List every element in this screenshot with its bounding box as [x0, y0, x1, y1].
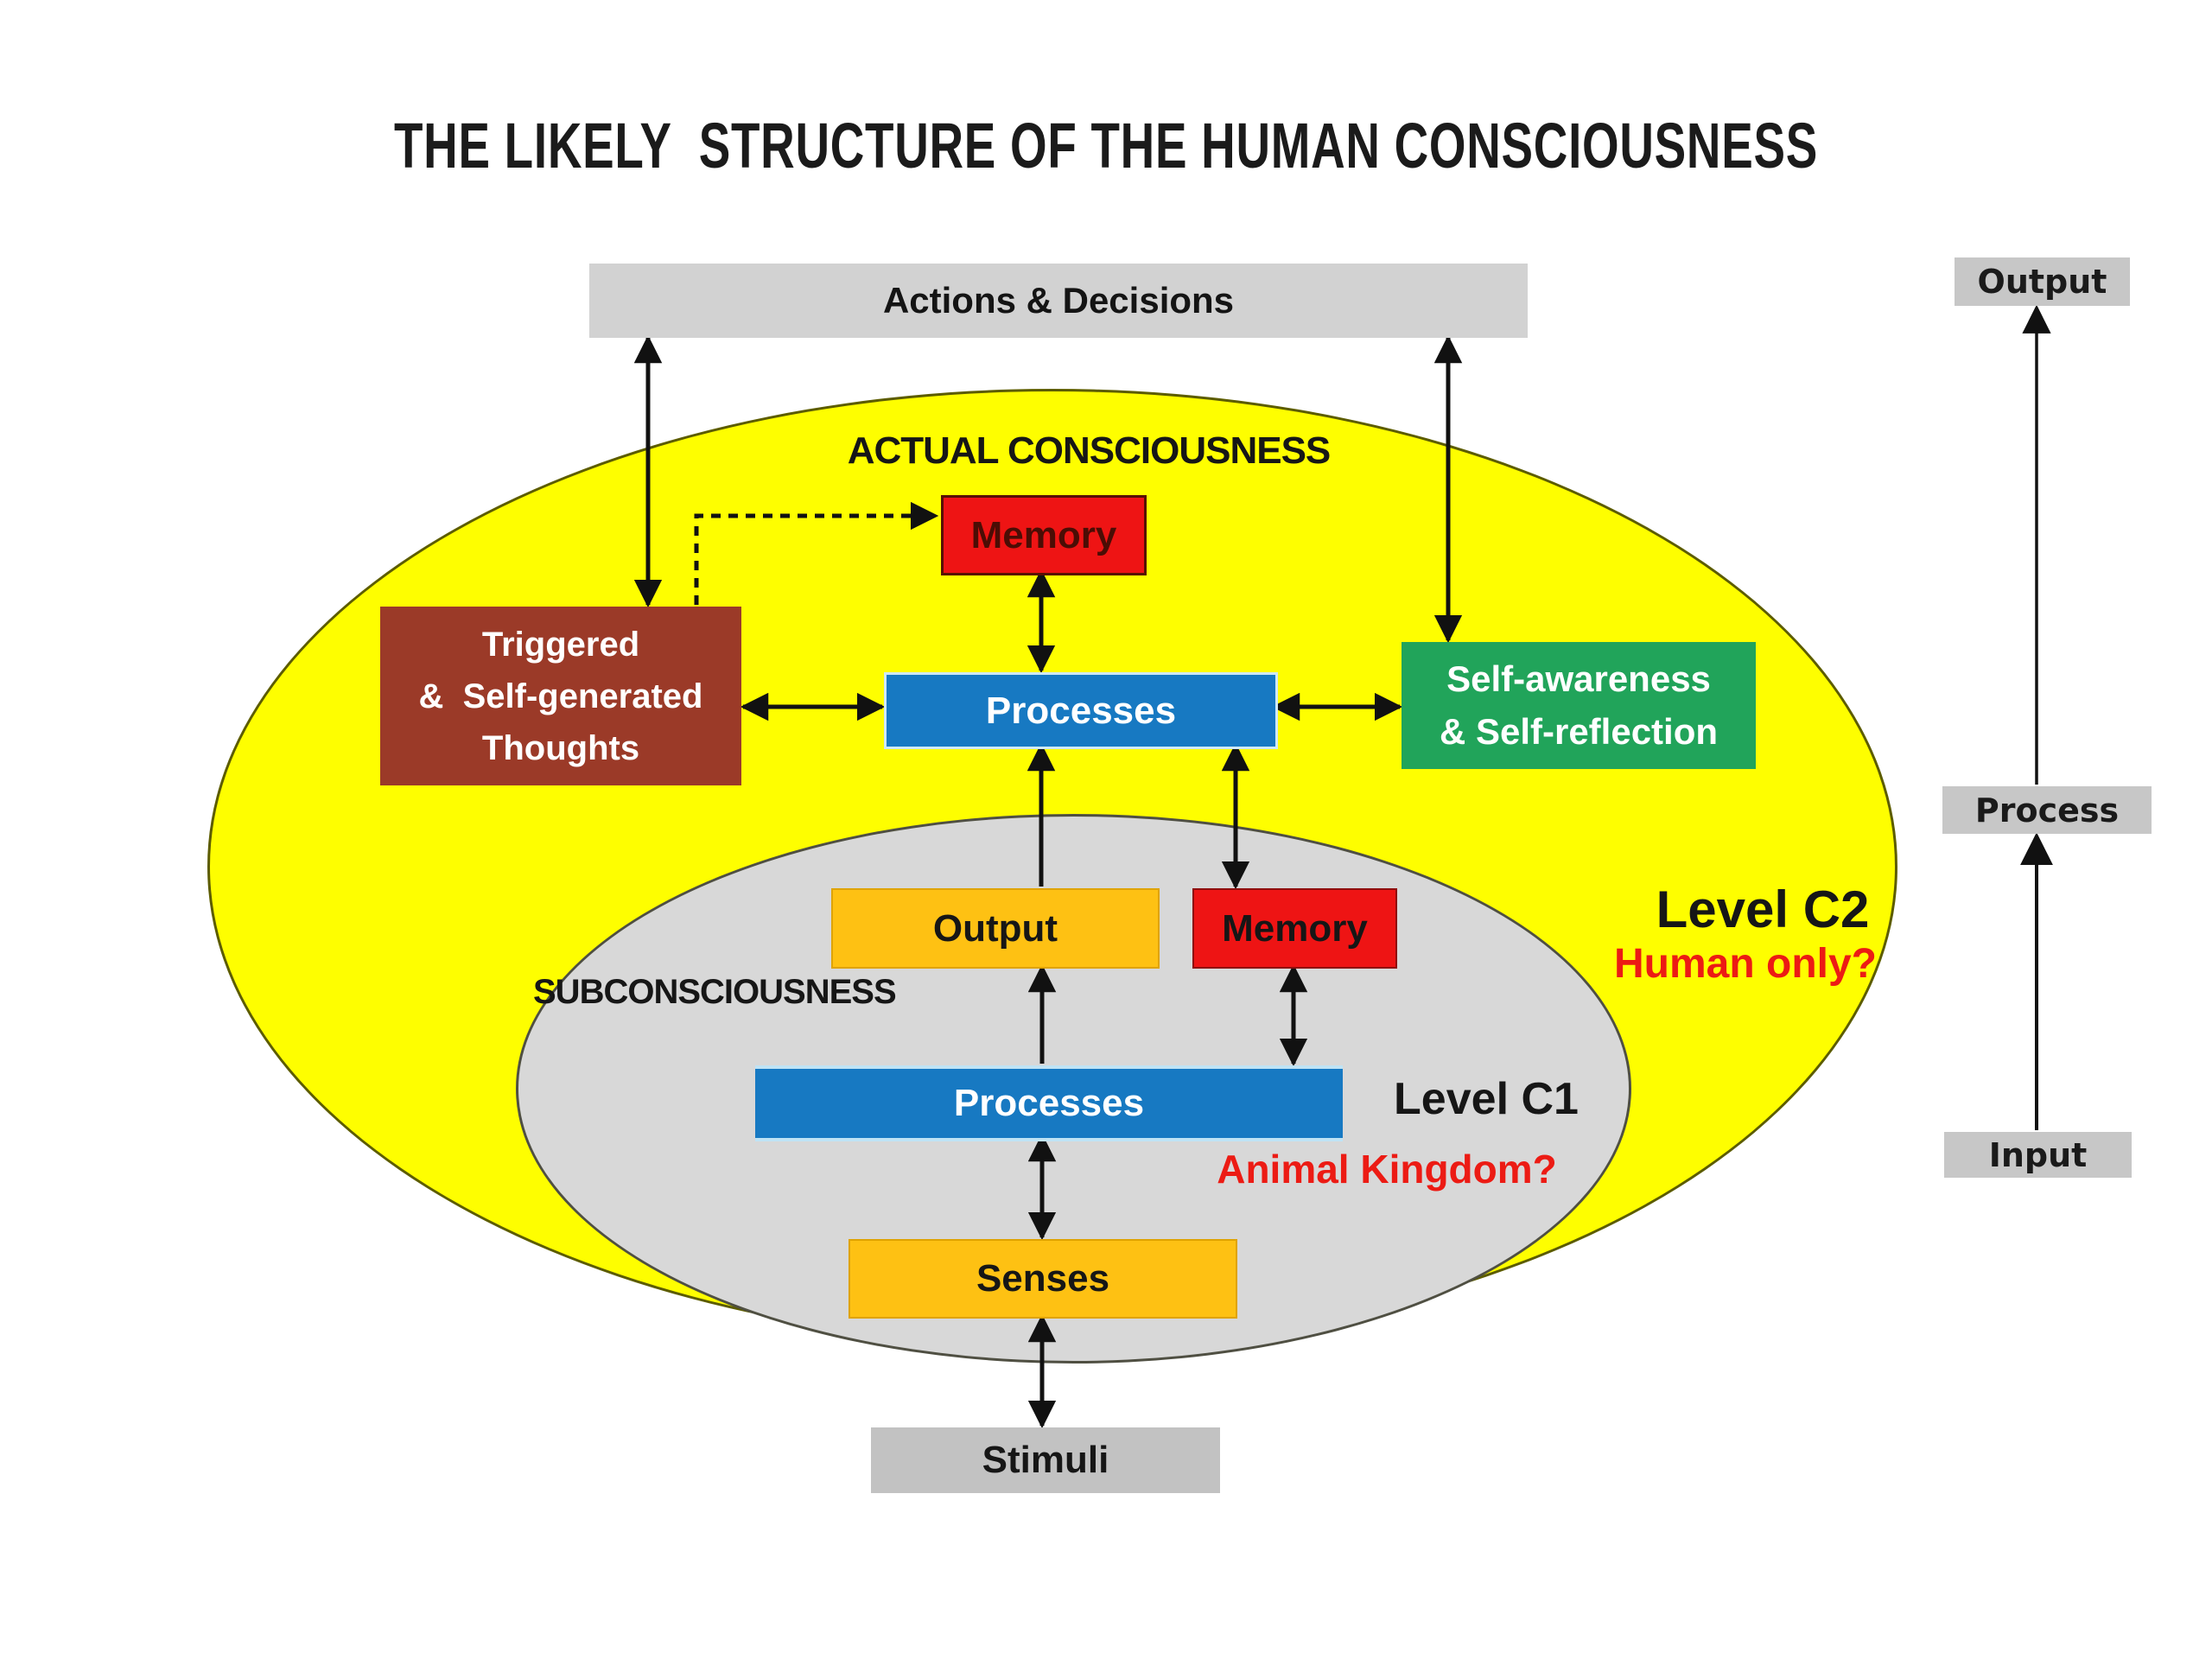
processes-c1-box: Processes — [755, 1065, 1343, 1141]
stimuli-label: Stimuli — [982, 1439, 1109, 1481]
senses-box: Senses — [849, 1239, 1237, 1319]
io-input-box: Input — [1944, 1132, 2132, 1178]
io-input-label: Input — [1988, 1135, 2088, 1174]
io-output-label: Output — [1977, 263, 2107, 301]
io-output-box: Output — [1955, 257, 2130, 306]
subconsciousness-label: SUBCONSCIOUSNESS — [533, 973, 897, 1011]
processes-c2-label: Processes — [985, 689, 1177, 732]
human-only-note: Human only? — [1613, 941, 1877, 987]
actions-decisions-box: Actions & Decisions — [589, 264, 1528, 338]
self-awareness-line-2: & Self-reflection — [1439, 710, 1719, 752]
output-c1-box: Output — [831, 888, 1160, 969]
senses-label: Senses — [976, 1257, 1110, 1300]
stimuli-box: Stimuli — [871, 1427, 1220, 1493]
thoughts-line-2: & Self-generated — [418, 677, 703, 715]
memory-c1-label: Memory — [1222, 906, 1368, 950]
output-c1-label: Output — [932, 906, 1058, 950]
memory-c1-box: Memory — [1192, 888, 1397, 969]
actions-decisions-label: Actions & Decisions — [882, 280, 1235, 321]
processes-c1-label: Processes — [953, 1082, 1145, 1124]
thoughts-line-3: Thoughts — [481, 728, 640, 767]
animal-kingdom-note: Animal Kingdom? — [1217, 1147, 1557, 1192]
self-awareness-line-1: Self-awareness — [1446, 658, 1711, 699]
io-process-label: Process — [1974, 791, 2120, 830]
thoughts-line-1: Triggered — [481, 625, 640, 664]
triggered-thoughts-box: Triggered & Self-generated Thoughts — [380, 607, 741, 785]
io-process-box: Process — [1942, 786, 2152, 834]
page-title: THE LIKELY STRUCTURE OF THE HUMAN CONSCI… — [393, 110, 1819, 181]
memory-c2-box: Memory — [941, 495, 1147, 575]
self-awareness-box: Self-awareness & Self-reflection — [1402, 642, 1756, 769]
actual-consciousness-label: ACTUAL CONSCIOUSNESS — [847, 429, 1332, 472]
processes-c2-box: Processes — [884, 672, 1278, 749]
level-c2-label: Level C2 — [1656, 880, 1870, 938]
level-c1-label: Level C1 — [1394, 1074, 1579, 1124]
memory-c2-label: Memory — [970, 513, 1117, 556]
